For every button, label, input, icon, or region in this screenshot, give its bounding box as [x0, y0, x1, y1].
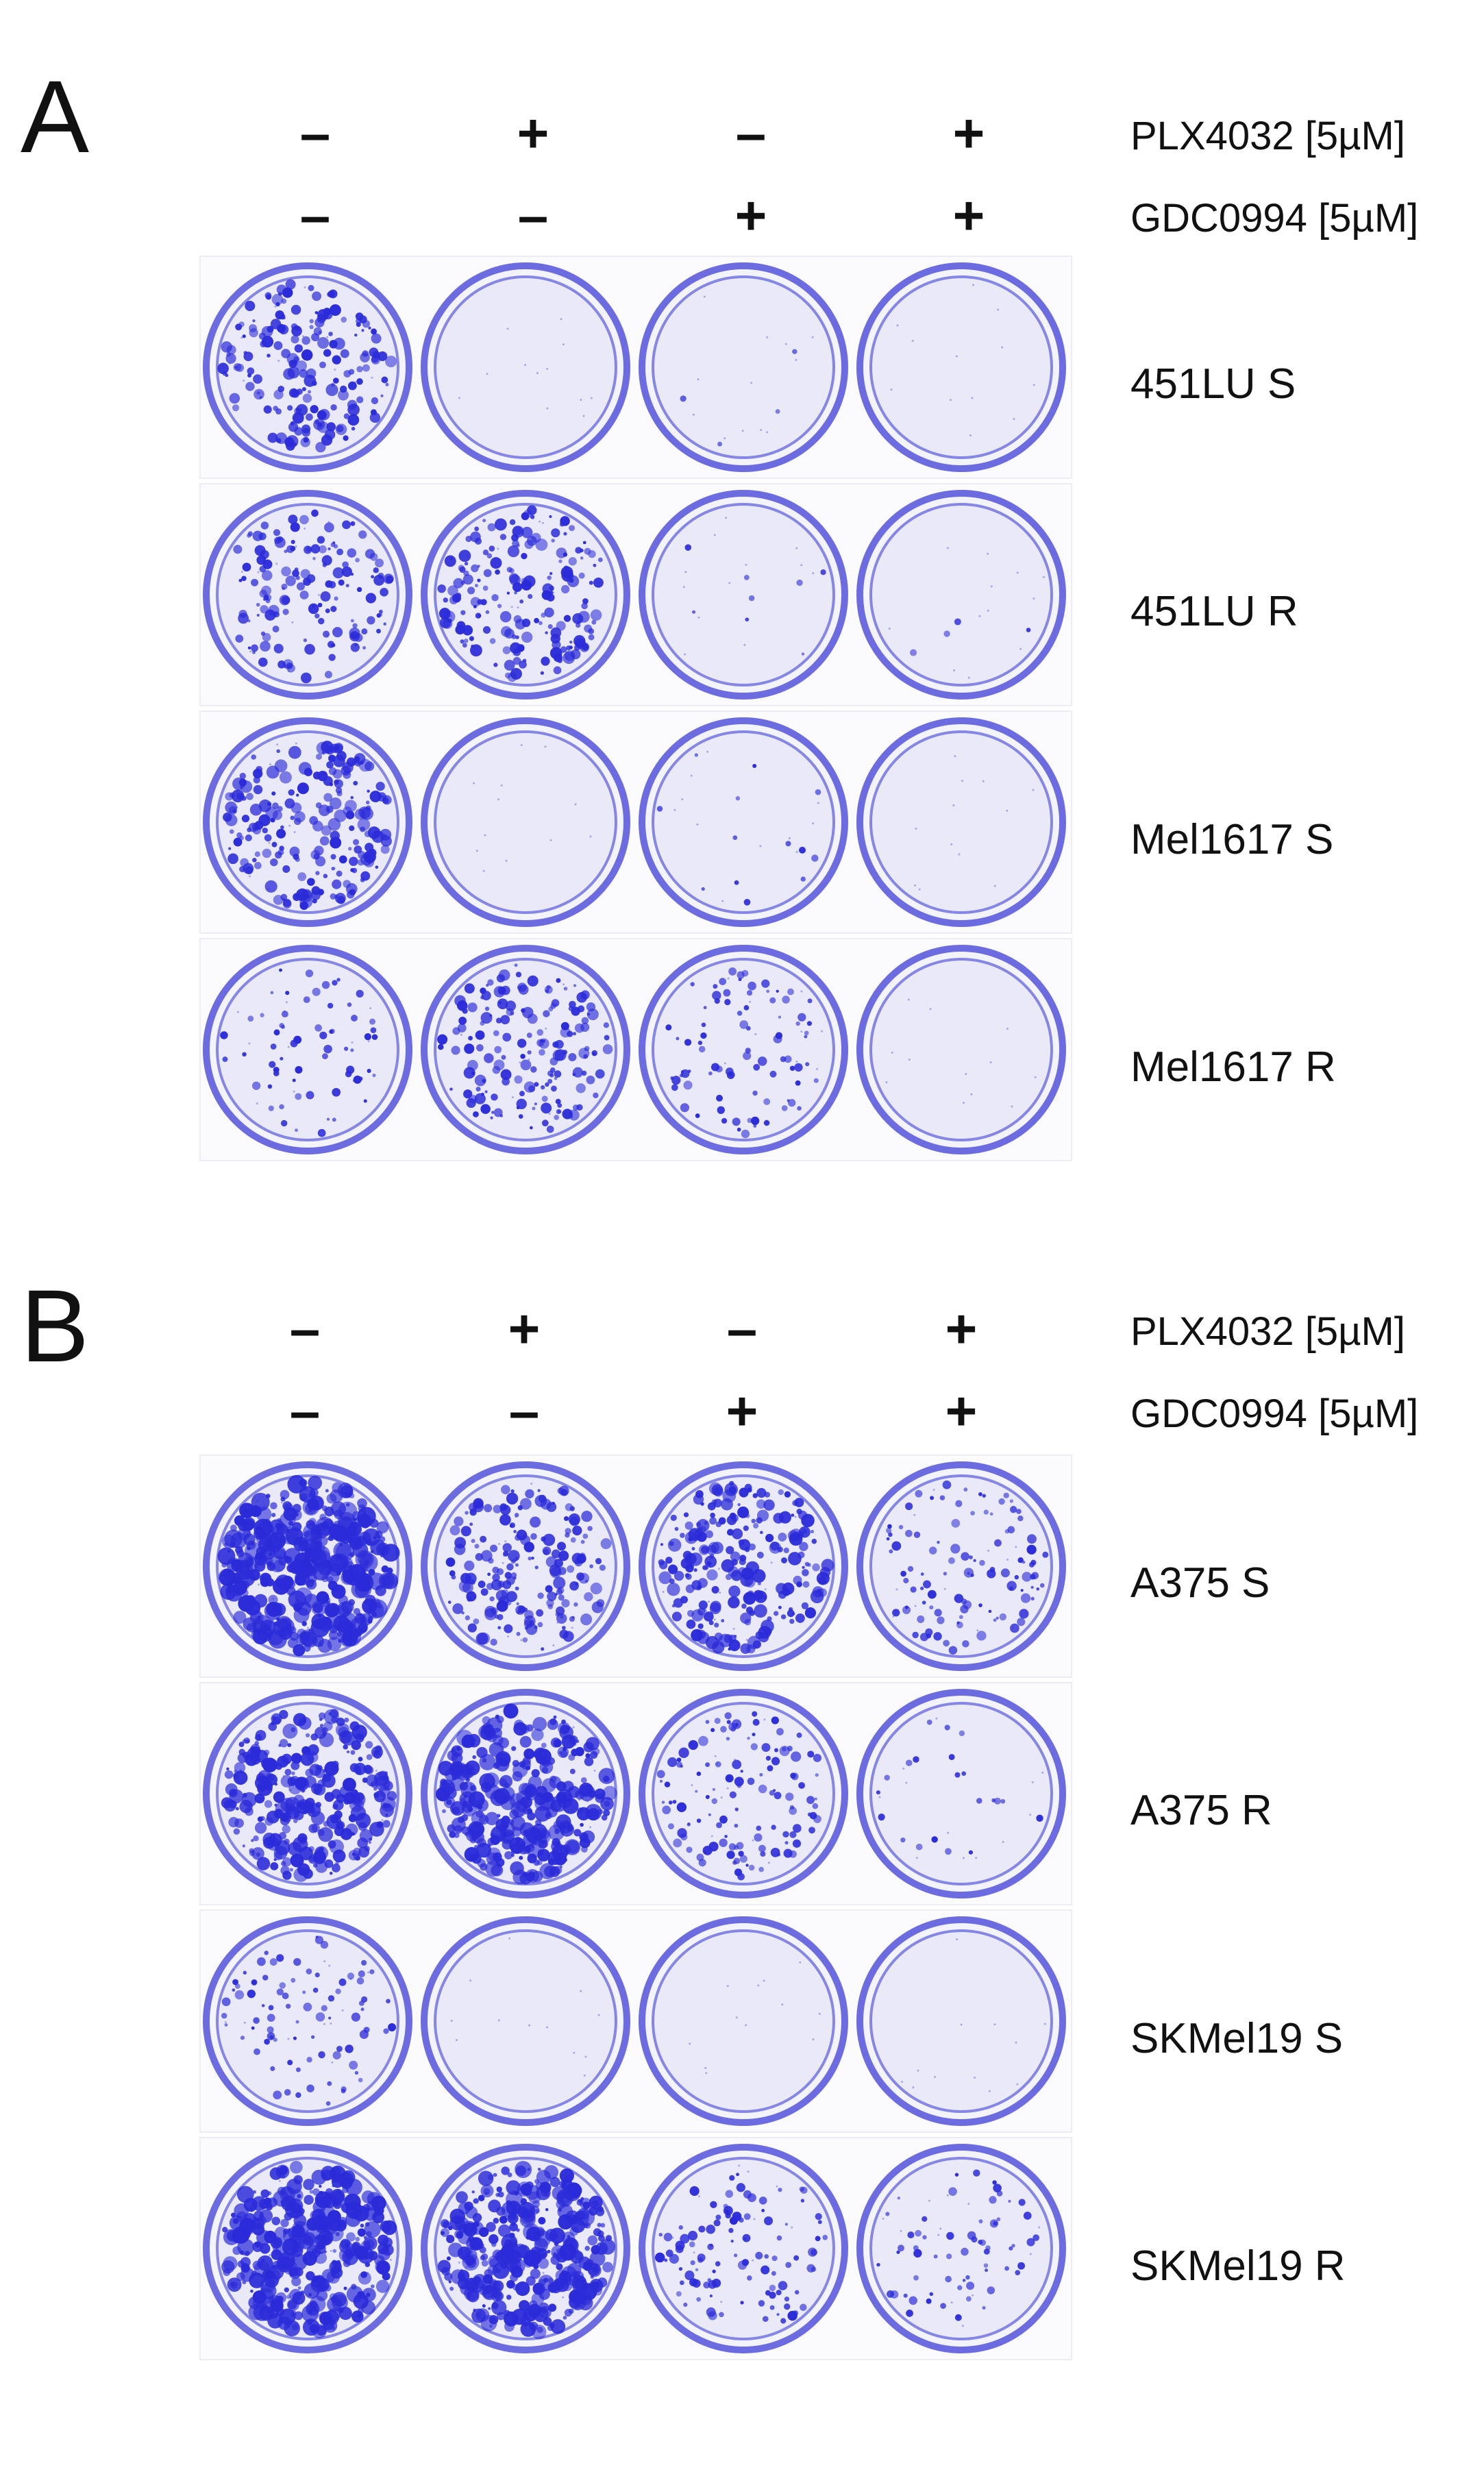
culture-well [421, 1461, 630, 1671]
culture-well [203, 1461, 412, 1671]
culture-well [639, 717, 848, 927]
panel-letter: A [21, 59, 90, 174]
culture-well [856, 945, 1066, 1154]
plx-sign-1: – [289, 1298, 321, 1359]
culture-well [421, 262, 630, 472]
culture-well [856, 1689, 1066, 1898]
panel-b: B – + – + PLX4032 [5µM] – – + + GDC0994 … [0, 1274, 1484, 2439]
plate-grid [199, 256, 1072, 1161]
row-label-a375-s: A375 S [1130, 1559, 1270, 1607]
culture-well [421, 490, 630, 700]
culture-well [639, 945, 848, 1154]
row-label-451lu-r: 451LU R [1130, 588, 1298, 635]
culture-well [639, 490, 848, 700]
culture-well [639, 1461, 848, 1671]
culture-well [203, 945, 412, 1154]
panel-a: A – + – + PLX4032 [5µM] – – + + GDC0994 … [0, 0, 1484, 1206]
culture-well [639, 1916, 848, 2126]
culture-well [421, 1689, 630, 1898]
plx-sign-3: – [726, 1298, 758, 1359]
row-label-skmel19-r: SKMel19 R [1130, 2242, 1346, 2290]
culture-well [856, 1461, 1066, 1671]
row-label-451lu-s: 451LU S [1130, 360, 1296, 408]
row-label-mel1617-s: Mel1617 S [1130, 816, 1334, 863]
row-label-a375-r: A375 R [1130, 1787, 1272, 1834]
plx-sign-2: + [517, 103, 549, 164]
gdc-sign-2: – [517, 185, 549, 246]
culture-well [203, 262, 412, 472]
culture-well [203, 1916, 412, 2126]
gdc-sign-4: + [952, 185, 985, 246]
row-label-mel1617-r: Mel1617 R [1130, 1043, 1336, 1091]
panel-letter: B [21, 1268, 90, 1383]
culture-well [203, 2144, 412, 2353]
culture-well [421, 717, 630, 927]
plx-sign-4: + [952, 103, 985, 164]
plx4032-label: PLX4032 [5µM] [1130, 114, 1405, 158]
gdc-sign-1: – [299, 185, 331, 246]
culture-well [639, 1689, 848, 1898]
gdc-sign-3: + [734, 185, 767, 246]
culture-well [856, 717, 1066, 927]
gdc0994-label: GDC0994 [5µM] [1130, 196, 1419, 240]
plx-sign-4: + [945, 1298, 978, 1359]
culture-well [421, 1916, 630, 2126]
culture-well [639, 262, 848, 472]
culture-well [856, 1916, 1066, 2126]
plx-sign-3: – [735, 103, 767, 164]
culture-well [203, 490, 412, 700]
culture-well [421, 2144, 630, 2353]
gdc-sign-1: – [289, 1381, 321, 1442]
row-label-skmel19-s: SKMel19 S [1130, 2015, 1344, 2062]
plx4032-label: PLX4032 [5µM] [1130, 1309, 1405, 1354]
gdc-sign-3: + [726, 1381, 758, 1442]
culture-well [203, 1689, 412, 1898]
plx-sign-1: – [299, 103, 331, 164]
culture-well [856, 490, 1066, 700]
gdc-sign-4: + [945, 1381, 978, 1442]
gdc0994-label: GDC0994 [5µM] [1130, 1391, 1419, 1436]
gdc-sign-2: – [508, 1381, 540, 1442]
plate-grid [199, 1455, 1072, 2360]
culture-well [203, 717, 412, 927]
culture-well [421, 945, 630, 1154]
culture-well [856, 2144, 1066, 2353]
culture-well [856, 262, 1066, 472]
plx-sign-2: + [508, 1298, 541, 1359]
culture-well [639, 2144, 848, 2353]
